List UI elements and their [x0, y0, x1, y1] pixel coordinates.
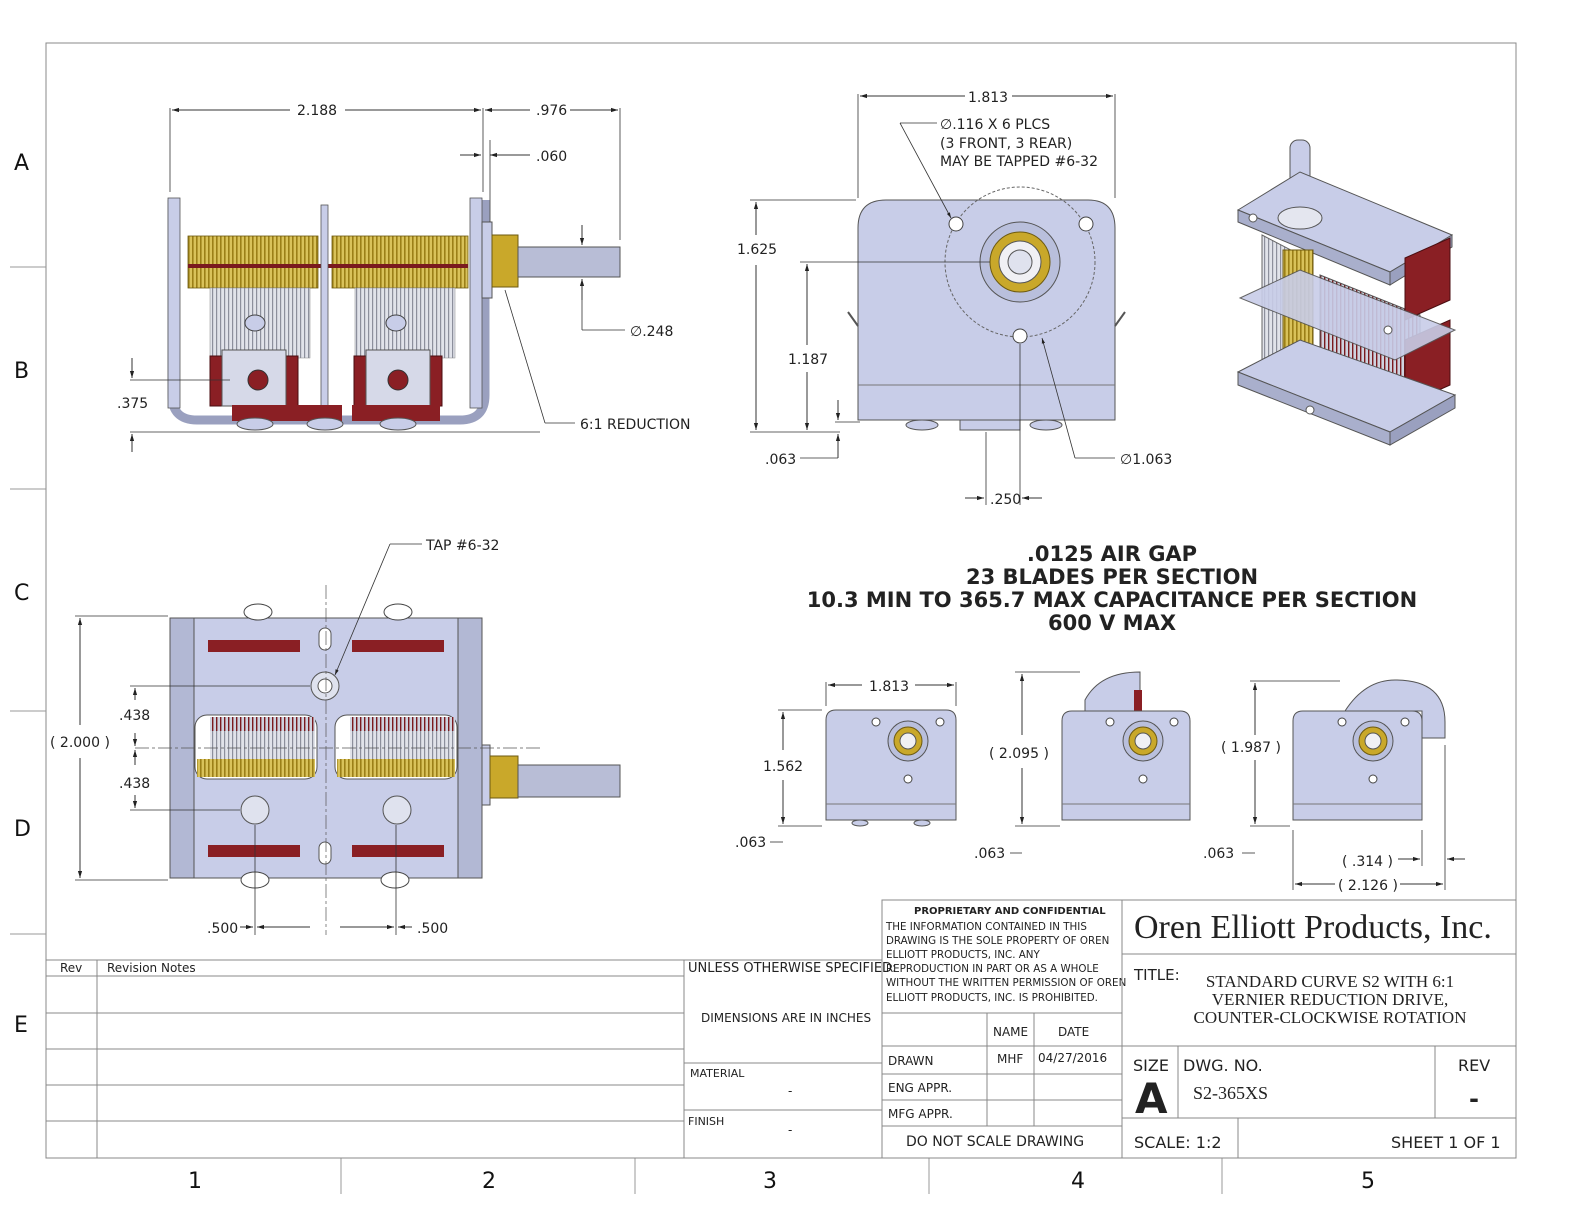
rev-label: REV — [1458, 1056, 1490, 1075]
v1-width: 1.813 — [869, 679, 909, 695]
zone-col-1: 1 — [188, 1169, 202, 1194]
dim-250: .250 — [990, 492, 1021, 508]
title-line-1: STANDARD CURVE S2 WITH 6:1 — [1206, 972, 1454, 991]
proprietary-line-6: ELLIOTT PRODUCTS, INC. IS PROHIBITED. — [886, 992, 1098, 1004]
zone-row-a: A — [14, 151, 29, 176]
zone-labels: A B C D E 1 2 3 4 5 — [14, 151, 1375, 1194]
bottom-view: ( 2.000 ) .438 .438 .500 .500 TAP #6-32 — [50, 538, 621, 937]
v3-2126: ( 2.126 ) — [1338, 878, 1398, 894]
proprietary-line-5: WITHOUT THE WRITTEN PERMISSION OF OREN — [886, 977, 1126, 989]
drawn-name: MHF — [997, 1052, 1023, 1066]
tap-note: TAP #6-32 — [425, 538, 499, 554]
do-not-scale: DO NOT SCALE DRAWING — [906, 1134, 1084, 1150]
front-view: 1.813 ∅.116 X 6 PLCS (3 FRONT, 3 REAR) M… — [737, 90, 1172, 508]
dim-438-upper: .438 — [119, 708, 150, 724]
dim-063-front: .063 — [765, 452, 796, 468]
spec-blades: 23 BLADES PER SECTION — [966, 565, 1258, 589]
material-value: - — [788, 1084, 792, 1098]
spec-air-gap: .0125 AIR GAP — [1027, 542, 1197, 566]
v3-314: ( .314 ) — [1342, 854, 1393, 870]
spec-capacitance: 10.3 MIN TO 365.7 MAX CAPACITANCE PER SE… — [807, 588, 1417, 612]
sheet-label: SHEET 1 OF 1 — [1391, 1133, 1501, 1152]
company-name: Oren Elliott Products, Inc. — [1134, 909, 1492, 946]
v2-base: .063 — [974, 846, 1005, 862]
proprietary-line-4: REPRODUCTION IN PART OR AS A WHOLE — [886, 963, 1099, 975]
dim-500-right: .500 — [417, 921, 448, 937]
material-label: MATERIAL — [690, 1067, 745, 1080]
proprietary-title: PROPRIETARY AND CONFIDENTIAL — [914, 906, 1106, 917]
name-header: NAME — [993, 1025, 1028, 1039]
unless-note: UNLESS OTHERWISE SPECIFIED: — [688, 961, 896, 976]
title-block: UNLESS OTHERWISE SPECIFIED: DIMENSIONS A… — [683, 899, 1517, 1159]
v3-base: .063 — [1203, 846, 1234, 862]
title-line-3: COUNTER-CLOCKWISE ROTATION — [1194, 1008, 1467, 1027]
small-view-2: ( 2.095 ) .063 — [974, 671, 1191, 862]
zone-row-b: B — [14, 359, 29, 384]
spec-voltage: 600 V MAX — [1048, 611, 1176, 635]
zone-col-5: 5 — [1361, 1169, 1375, 1194]
zone-col-4: 4 — [1071, 1169, 1085, 1194]
hole-note-line3: MAY BE TAPPED #6-32 — [940, 154, 1098, 170]
finish-label: FINISH — [688, 1115, 724, 1128]
title-label: TITLE: — [1133, 966, 1180, 984]
zone-row-e: E — [14, 1013, 28, 1038]
drawn-date: 04/27/2016 — [1038, 1051, 1107, 1065]
small-view-1: 1.813 1.562 .063 — [735, 679, 957, 851]
spec-notes: .0125 AIR GAP 23 BLADES PER SECTION 10.3… — [807, 542, 1417, 635]
size-value: A — [1135, 1074, 1168, 1123]
dim-060: .060 — [536, 149, 567, 165]
proprietary-line-1: THE INFORMATION CONTAINED IN THIS — [885, 921, 1087, 933]
dim-2188: 2.188 — [297, 103, 337, 119]
zone-row-d: D — [14, 817, 31, 842]
dwg-no-value: S2-365XS — [1193, 1083, 1268, 1103]
drawn-label: DRAWN — [888, 1054, 934, 1068]
dim-1625: 1.625 — [737, 242, 777, 258]
dim-438-lower: .438 — [119, 776, 150, 792]
hole-note-line2: (3 FRONT, 3 REAR) — [940, 136, 1072, 152]
zone-col-3: 3 — [763, 1169, 777, 1194]
date-header: DATE — [1058, 1025, 1089, 1039]
rev-value: - — [1469, 1085, 1479, 1113]
eng-appr-label: ENG APPR. — [888, 1081, 952, 1095]
rev-header: Rev — [60, 961, 82, 975]
mfg-appr-label: MFG APPR. — [888, 1107, 953, 1121]
revision-table: Rev Revision Notes — [45, 959, 685, 1159]
v1-base: .063 — [735, 835, 766, 851]
proprietary-line-2: DRAWING IS THE SOLE PROPERTY OF OREN — [886, 935, 1109, 947]
small-view-3: ( 1.987 ) .063 ( .314 ) ( 2.126 ) — [1203, 679, 1465, 894]
size-label: SIZE — [1133, 1056, 1169, 1075]
dim-375: .375 — [117, 396, 148, 412]
note-reduction: 6:1 REDUCTION — [580, 417, 691, 433]
dim-1813: 1.813 — [968, 90, 1008, 106]
dimensions-note: DIMENSIONS ARE IN INCHES — [701, 1011, 871, 1025]
dwg-no-label: DWG. NO. — [1183, 1056, 1263, 1075]
isometric-view — [1236, 139, 1457, 446]
dim-1187: 1.187 — [788, 352, 828, 368]
v2-height: ( 2.095 ) — [989, 746, 1049, 762]
finish-value: - — [788, 1123, 792, 1137]
dim-248: ∅.248 — [630, 324, 673, 340]
title-line-2: VERNIER REDUCTION DRIVE, — [1212, 990, 1449, 1009]
dim-2000: ( 2.000 ) — [50, 735, 110, 751]
dim-1063: ∅1.063 — [1120, 452, 1172, 468]
zone-col-2: 2 — [482, 1169, 496, 1194]
proprietary-line-3: ELLIOTT PRODUCTS, INC. ANY — [886, 949, 1041, 961]
revision-notes-header: Revision Notes — [107, 961, 196, 975]
dim-500-left: .500 — [207, 921, 238, 937]
v3-height: ( 1.987 ) — [1221, 740, 1281, 756]
scale-label: SCALE: 1:2 — [1134, 1133, 1222, 1152]
zone-row-c: C — [14, 581, 29, 606]
v1-height: 1.562 — [763, 759, 803, 775]
side-view: 2.188 .976 .060 ∅.248 .375 6:1 REDUCTION — [117, 103, 691, 452]
dim-976: .976 — [536, 103, 567, 119]
hole-note-line1: ∅.116 X 6 PLCS — [940, 117, 1050, 133]
